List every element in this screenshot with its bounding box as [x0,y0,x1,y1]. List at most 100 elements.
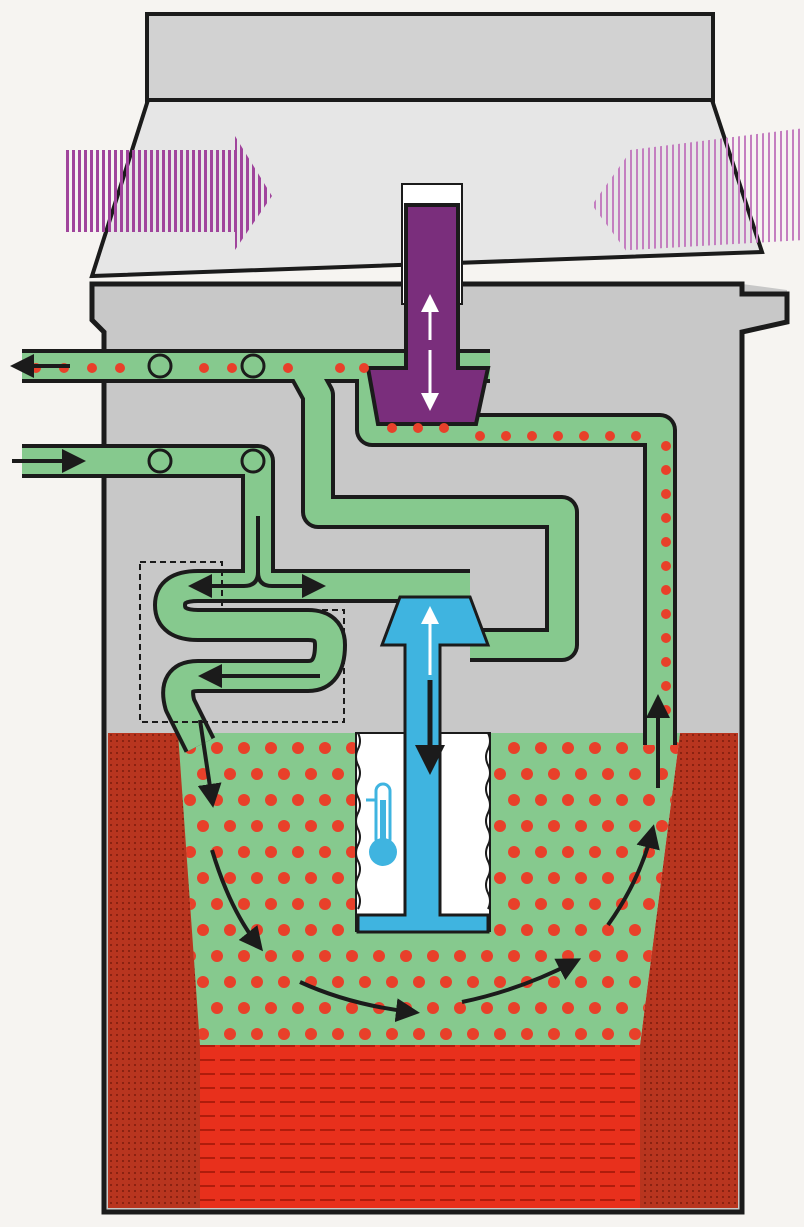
bubble [481,950,493,962]
curved-arrow-right-icon [66,136,272,250]
bubble [602,820,614,832]
bubble [332,768,344,780]
bubble [197,872,209,884]
bubble [467,1028,479,1040]
bubble [454,950,466,962]
bubble [548,1028,560,1040]
bubble [278,768,290,780]
bubble [661,561,671,571]
bubble [211,898,223,910]
bubble [319,846,331,858]
bubble [602,924,614,936]
bubble [305,872,317,884]
bubble [508,846,520,858]
bubble [575,924,587,936]
bubble [238,794,250,806]
bubble [548,768,560,780]
bubble [631,431,641,441]
bubble [224,976,236,988]
bubble [508,742,520,754]
bubble [224,872,236,884]
bubble [359,363,369,373]
bubble [184,846,196,858]
bubble [661,537,671,547]
pressure-valve [365,183,491,426]
bubble [629,768,641,780]
bubble [548,820,560,832]
bubble [562,846,574,858]
bubble [535,794,547,806]
bubble [602,1028,614,1040]
bubble [616,950,628,962]
bubble [305,768,317,780]
bubble [292,898,304,910]
bubble [332,976,344,988]
bubble [332,924,344,936]
bubble [616,794,628,806]
bubble [227,363,237,373]
bubble [508,898,520,910]
bubble [400,950,412,962]
bubble [292,846,304,858]
bubble [359,1028,371,1040]
bubble [579,431,589,441]
bubble [278,820,290,832]
bubble [661,513,671,523]
bubble [548,872,560,884]
bubble [575,1028,587,1040]
bubble [238,898,250,910]
bubble [629,1028,641,1040]
bubble [508,950,520,962]
bubble [661,585,671,595]
bubble [553,431,563,441]
bubble [589,846,601,858]
bubble [319,1002,331,1014]
bubble [575,768,587,780]
bubble [251,768,263,780]
bubble [335,363,345,373]
bubble [292,950,304,962]
bubble [521,872,533,884]
bubble [494,768,506,780]
bubble [521,1028,533,1040]
bubble [629,924,641,936]
bubble [197,820,209,832]
bubble [527,431,537,441]
bubble [211,742,223,754]
bubble [199,363,209,373]
heat-exchanger [139,561,345,723]
bubble [535,950,547,962]
bubble [661,681,671,691]
bubble [305,820,317,832]
bubble [346,1002,358,1014]
bubble [494,924,506,936]
valve-plunger [365,203,491,426]
bubble [629,976,641,988]
bubble [508,1002,520,1014]
bubble [467,976,479,988]
bubble [115,363,125,373]
bubble [454,1002,466,1014]
thermometer-icon [366,782,397,866]
bubble [562,898,574,910]
bubble [211,950,223,962]
bubble [332,820,344,832]
bubble [427,1002,439,1014]
bubble [661,465,671,475]
bubble [386,976,398,988]
bubble [629,820,641,832]
bubble [224,820,236,832]
bubble [292,742,304,754]
bubble [589,898,601,910]
bubble [656,820,668,832]
bubble [224,924,236,936]
bubble [413,1028,425,1040]
bubble [575,820,587,832]
bubble [643,794,655,806]
bubble [616,1002,628,1014]
bubble [440,1028,452,1040]
bubble [386,1028,398,1040]
bubble [292,794,304,806]
bubble [292,1002,304,1014]
